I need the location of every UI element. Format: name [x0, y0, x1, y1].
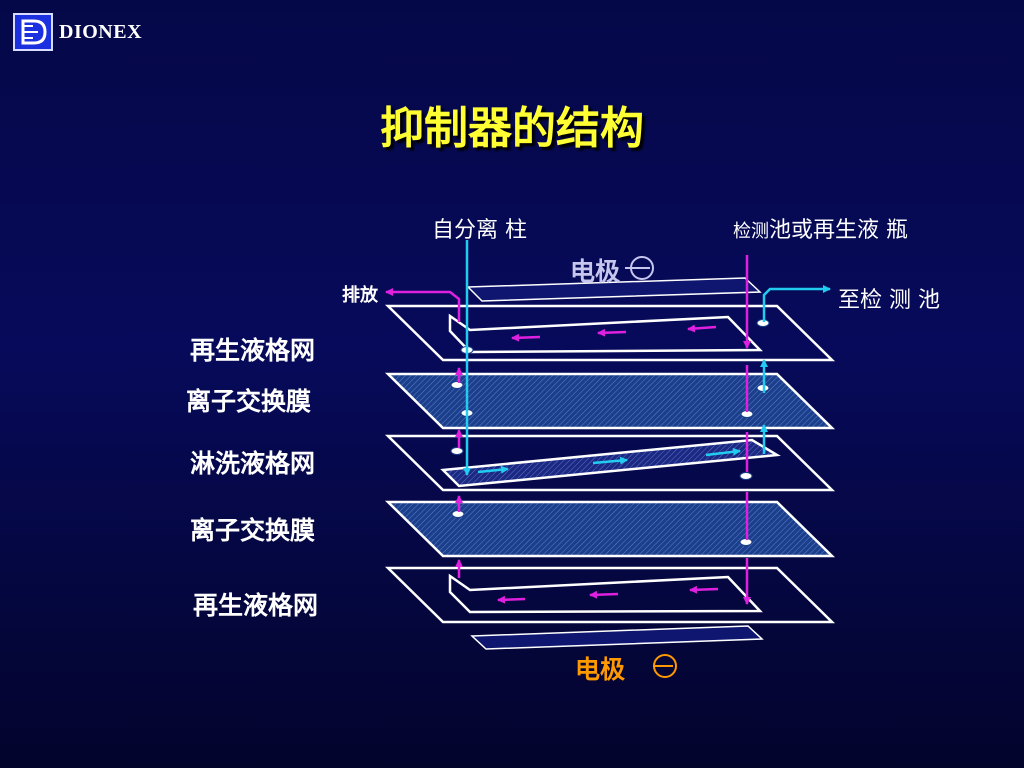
top-electrode-plate [466, 277, 762, 302]
membrane-1-sheet [384, 372, 836, 430]
electrode-top-symbol-icon [625, 256, 654, 280]
bottom-electrode-plate [470, 625, 764, 650]
eluent-flow [463, 240, 831, 476]
dionex-logo-icon [13, 13, 53, 51]
label-eluent-screen: 淋洗液格网 [190, 449, 316, 478]
regen-screen-top-frame [384, 304, 836, 362]
regenerant-flow [385, 255, 751, 605]
eluent-screen-channel [440, 438, 781, 488]
label-drain: 排放 [342, 285, 378, 306]
logo-text: DIONEX [59, 20, 143, 43]
eluent-screen-frame [384, 434, 836, 492]
slide-title: 抑制器的结构 [380, 103, 644, 154]
regen-screen-top-gasket [448, 313, 763, 354]
label-regen-screen-bottom: 再生液格网 [193, 591, 319, 620]
label-regen-screen-top: 再生液格网 [190, 336, 316, 365]
label-membrane-1: 离子交换膜 [186, 387, 312, 416]
label-membrane-2: 离子交换膜 [190, 516, 316, 545]
label-electrode-top: 电极 [570, 257, 621, 286]
label-to-detector: 至检 测 池 [838, 288, 940, 313]
label-detector-rest: 池或再生液 瓶 [769, 218, 908, 243]
electrode-bottom-symbol-icon [653, 654, 677, 678]
regen-screen-bottom-gasket [448, 573, 763, 614]
dionex-logo: DIONEX [13, 13, 142, 51]
label-detector-prefix: 检测 [733, 221, 769, 242]
regen-screen-bottom-frame [384, 566, 836, 624]
label-electrode-bottom: 电极 [575, 655, 626, 684]
label-from-column: 自分离 柱 [432, 218, 527, 243]
membrane-2-sheet [384, 500, 836, 558]
label-detector-or-regen-bottle: 检测池或再生液 瓶 [733, 212, 908, 244]
